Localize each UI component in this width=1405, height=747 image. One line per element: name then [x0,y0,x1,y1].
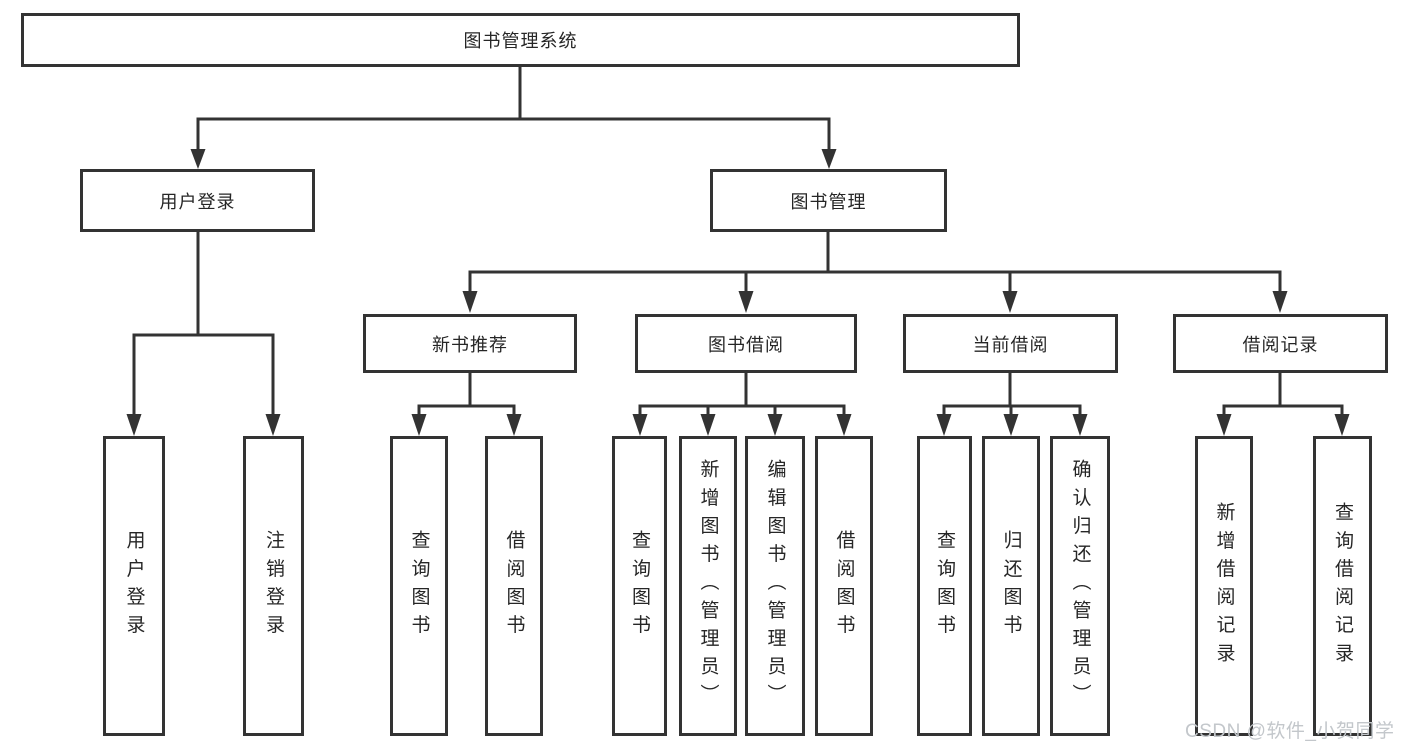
node-library-management-system: 图书管理系统 [21,13,1020,67]
connector-borrow-records-to-leaves [1216,372,1350,436]
connector-root-to-level1 [190,66,837,169]
arrowhead-to-book-borrow [738,291,754,313]
arrowhead-to-current-borrow [1002,291,1018,313]
node-current-borrowing: 当前借阅 [903,314,1118,373]
node-label: 确认归还（管理员） [1069,459,1091,713]
leaf-borrow-edit-books-admin: 编辑图书（管理员） [745,436,805,736]
node-label: 借阅图书 [503,529,525,643]
leaf-borrow-query-books: 查询图书 [612,436,667,736]
leaf-user-login: 用户登录 [103,436,165,736]
connector-book-management-to-level2 [462,231,1288,313]
connector-book-borrow-to-leaves [632,372,852,436]
leaf-logout: 注销登录 [243,436,304,736]
node-new-book-recommendation: 新书推荐 [363,314,577,373]
node-label: 借阅图书 [833,529,855,643]
node-label: 查询图书 [629,529,650,643]
connector-new-book-to-leaves [411,372,522,436]
leaf-newbook-query-books: 查询图书 [390,436,448,736]
node-label: 查询图书 [934,529,955,643]
node-user-login: 用户登录 [80,169,315,232]
leaf-current-return-books: 归还图书 [982,436,1040,736]
connector-user-login-to-leaves [126,231,281,436]
node-book-management: 图书管理 [710,169,947,232]
node-label: 当前借阅 [972,334,1049,355]
node-label: 归还图书 [1000,529,1022,643]
node-label: 新增图书（管理员） [697,459,719,713]
node-label: 编辑图书（管理员） [764,459,786,713]
node-book-borrowing: 图书借阅 [635,314,857,373]
node-label: 注销登录 [263,529,284,643]
node-label: 新书推荐 [432,334,508,355]
node-label: 用户登录 [159,191,236,212]
watermark: CSDN @软件_小贺同学 [1185,721,1395,742]
arrowhead-to-leaf-user-login [126,414,142,436]
node-label: 借阅记录 [1242,334,1319,355]
arrowhead-to-user-login [190,149,206,169]
leaf-records-query-record: 查询借阅记录 [1313,436,1372,736]
node-label: 用户登录 [123,529,145,643]
leaf-borrow-add-books-admin: 新增图书（管理员） [679,436,737,736]
node-label: 图书管理 [790,191,867,212]
node-label: 图书借阅 [708,334,784,355]
arrowhead-to-borrow-records [1272,291,1288,313]
leaf-current-query-books: 查询图书 [917,436,972,736]
leaf-records-add-record: 新增借阅记录 [1195,436,1253,736]
leaf-borrow-borrow-books: 借阅图书 [815,436,873,736]
node-label: 查询图书 [408,529,430,643]
arrowhead-to-new-book [462,291,478,313]
node-label: 新增借阅记录 [1213,501,1235,671]
leaf-newbook-borrow-books: 借阅图书 [485,436,543,736]
arrowhead-to-book-management [821,149,837,169]
leaf-current-confirm-return-admin: 确认归还（管理员） [1050,436,1110,736]
connector-current-borrow-to-leaves [936,372,1088,436]
node-label: 图书管理系统 [463,31,578,51]
node-label: 查询借阅记录 [1332,501,1353,671]
arrowhead-to-leaf-logout [265,414,281,436]
node-borrowing-records: 借阅记录 [1173,314,1388,373]
